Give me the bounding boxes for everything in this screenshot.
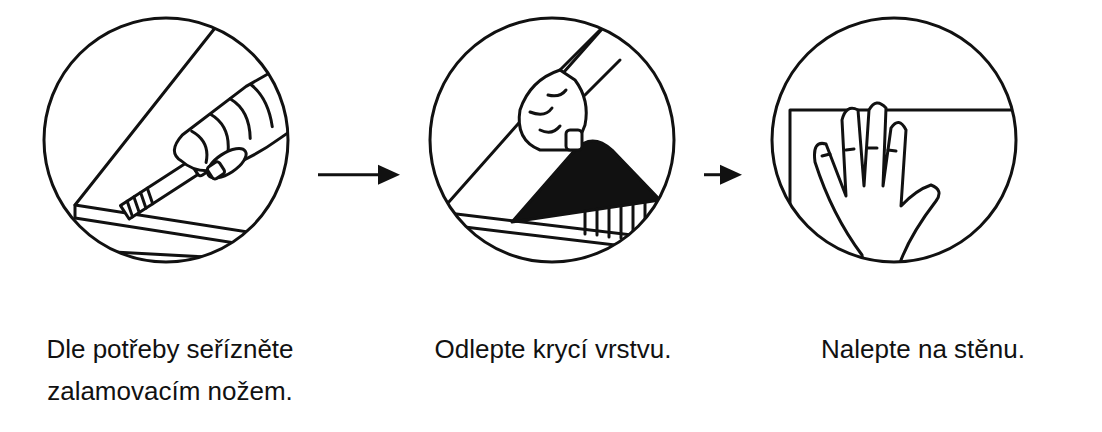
- cutting-illustration: [40, 28, 340, 262]
- step-caption: Dle potřeby seřízněte zalamovacím nožem.: [0, 328, 340, 412]
- step-caption: Odlepte krycí vrstvu.: [373, 328, 733, 370]
- circle-outline: [770, 16, 1018, 264]
- step-circle: Odlepte krycí vrstvu.: [428, 16, 676, 264]
- circle-outline: [428, 16, 676, 264]
- peeling-illustration: [440, 20, 690, 254]
- circle-border: [772, 18, 1016, 262]
- circle-outline: [42, 16, 290, 264]
- arrow-line: [318, 173, 380, 176]
- step-arrow: [704, 165, 742, 185]
- arrowhead: [720, 165, 742, 185]
- arrow-line: [704, 173, 722, 176]
- circle-border: [44, 18, 288, 262]
- step-caption: Nalepte na stěnu.: [763, 328, 1083, 370]
- step-circle: Nalepte na stěnu.: [770, 16, 1018, 264]
- step-circle: Dle potřeby seřízněte zalamovacím nožem.: [42, 16, 290, 264]
- step-arrow: [318, 165, 400, 185]
- arrowhead: [378, 165, 400, 185]
- sticking-illustration: [790, 103, 1050, 330]
- circle-border: [430, 18, 674, 262]
